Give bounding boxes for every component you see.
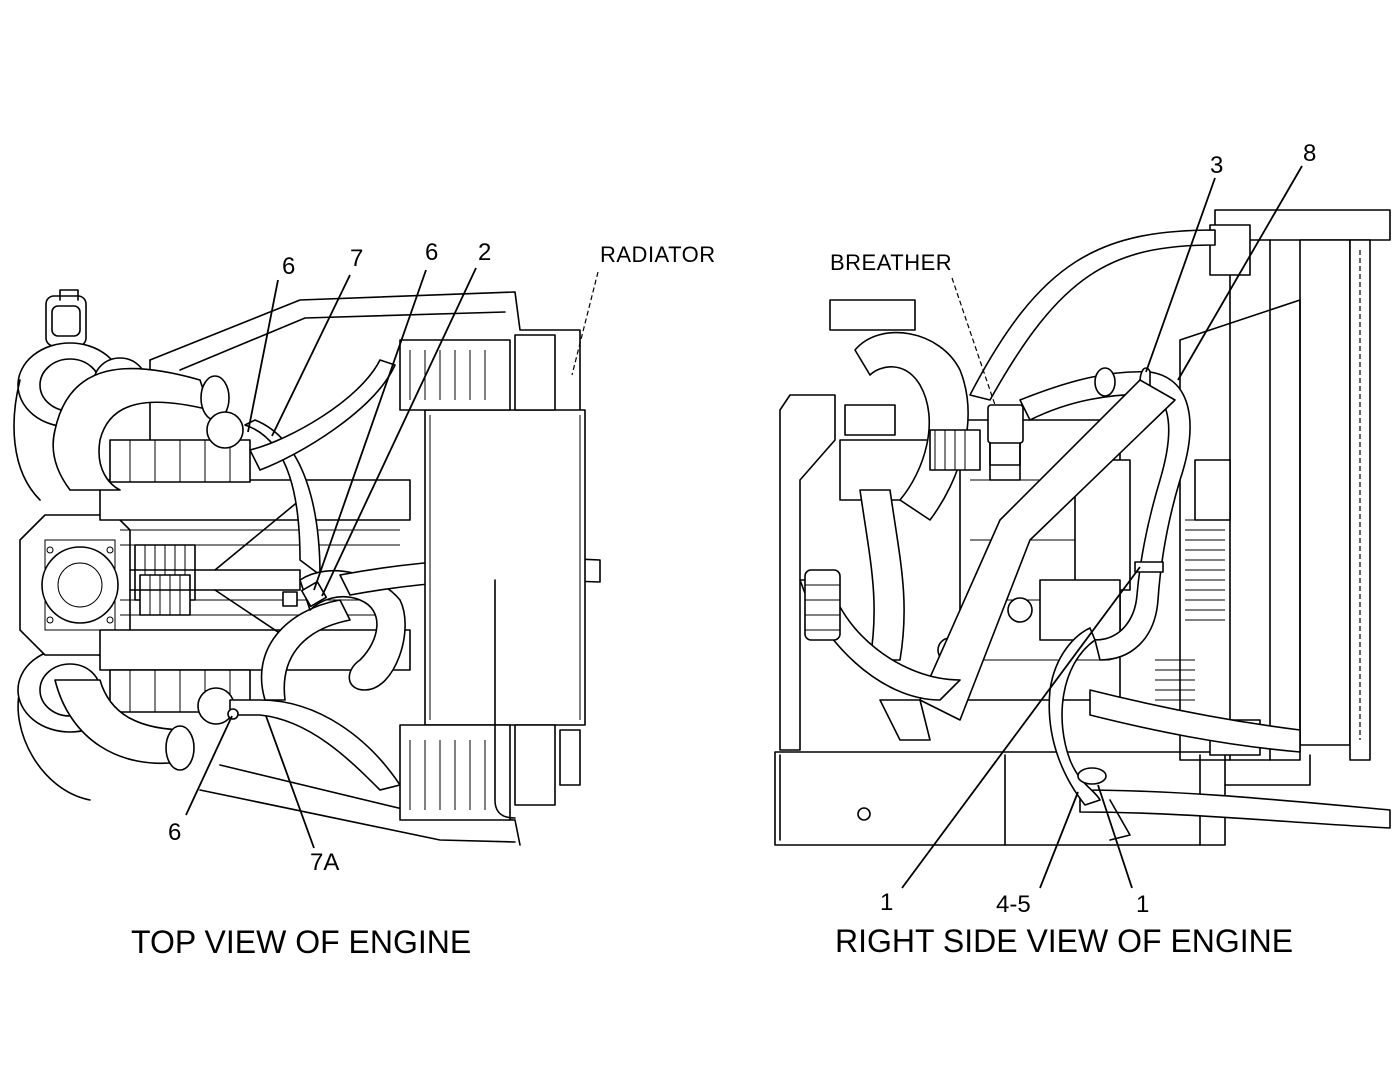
air-intake-elbow	[854, 331, 981, 661]
callout-1-b: 1	[1136, 891, 1149, 918]
breather	[987, 404, 1024, 466]
side-view-text: 3 8 1 4-5 1 BREATHER RIGHT SIDE VIEW OF …	[830, 140, 1316, 959]
radiator-label: RADIATOR	[600, 242, 716, 267]
top-view-caption: TOP VIEW OF ENGINE	[131, 924, 471, 960]
side-view-caption: RIGHT SIDE VIEW OF ENGINE	[835, 923, 1293, 959]
breather-label: BREATHER	[830, 250, 952, 275]
callout-2: 2	[478, 239, 491, 266]
side-view-leaders	[901, 165, 1303, 889]
lower-pipes-side	[799, 569, 961, 741]
callout-6-b: 6	[425, 239, 438, 266]
intake-air-pipes	[52, 367, 244, 771]
callout-7a: 7A	[310, 849, 339, 876]
front-cover	[19, 514, 131, 656]
top-view-leaders	[185, 267, 599, 849]
radiator-core-top	[399, 334, 586, 821]
top-view-text: 6 7 6 2 6 7A RADIATOR TOP VIEW OF ENGINE	[131, 239, 716, 960]
engine-block	[99, 439, 411, 713]
callout-1-a: 1	[880, 889, 893, 916]
radiator-core-side	[1155, 209, 1391, 761]
side-view-drawing	[774, 209, 1391, 846]
callout-7: 7	[350, 245, 363, 272]
callout-8: 8	[1303, 140, 1316, 167]
callout-4-5: 4-5	[996, 891, 1031, 918]
callout-6-a: 6	[282, 253, 295, 280]
top-view-drawing	[13, 289, 601, 846]
base-frame	[774, 751, 1391, 846]
callout-3: 3	[1210, 152, 1223, 179]
callout-6-c: 6	[168, 819, 181, 846]
